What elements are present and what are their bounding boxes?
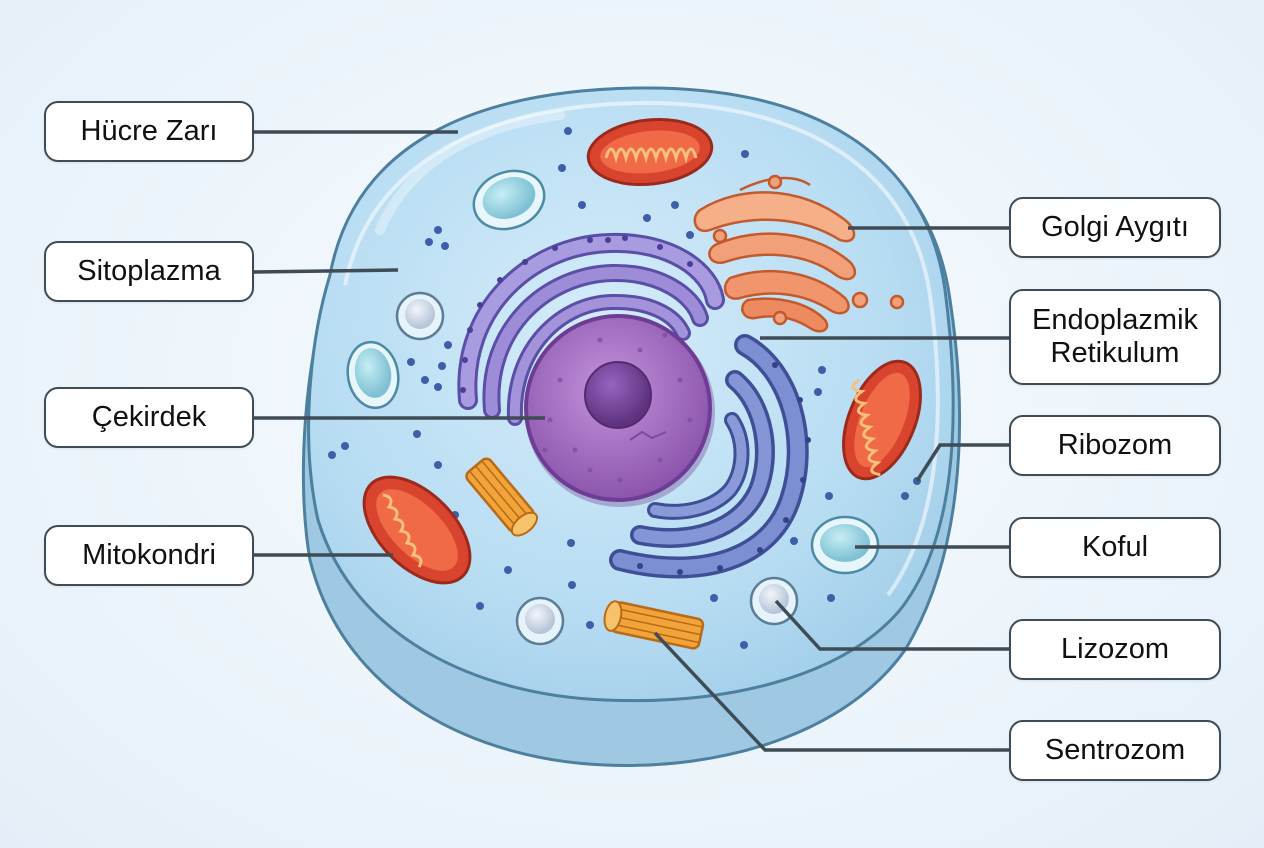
vacuole-right bbox=[810, 515, 880, 575]
label-cytoplasm: Sitoplazma bbox=[44, 241, 254, 302]
label-centrosome: Sentrozom bbox=[1009, 720, 1221, 781]
mitochondrion-top bbox=[586, 118, 714, 186]
label-ribosome: Ribozom bbox=[1009, 415, 1221, 476]
nucleus bbox=[524, 314, 715, 507]
endoplasmic-reticulum bbox=[457, 232, 725, 426]
rough-er-folds bbox=[609, 334, 811, 579]
leader-lysosome bbox=[774, 599, 1010, 651]
label-golgi: Golgi Aygıtı bbox=[1009, 197, 1221, 258]
label-cell-membrane: Hücre Zarı bbox=[44, 101, 254, 162]
golgi-apparatus bbox=[693, 174, 905, 333]
label-nucleus: Çekirdek bbox=[44, 387, 254, 448]
label-vacuole: Koful bbox=[1009, 517, 1221, 578]
centriole-lower bbox=[603, 600, 705, 650]
leader-lines bbox=[252, 130, 1010, 752]
label-mitochondria: Mitokondri bbox=[44, 525, 254, 586]
label-lysosome: Lizozom bbox=[1009, 619, 1221, 680]
lysosome-2 bbox=[515, 596, 565, 646]
leader-ribosome bbox=[915, 443, 1010, 482]
vacuole-top bbox=[472, 169, 546, 231]
label-er: Endoplazmik Retikulum bbox=[1009, 289, 1221, 385]
centriole-upper bbox=[465, 457, 539, 537]
vacuole-left bbox=[346, 340, 400, 410]
lysosome-1 bbox=[395, 291, 445, 341]
leader-cytoplasm bbox=[252, 268, 399, 274]
leader-centrosome bbox=[653, 631, 1010, 752]
mitochondrion-right bbox=[842, 359, 922, 481]
